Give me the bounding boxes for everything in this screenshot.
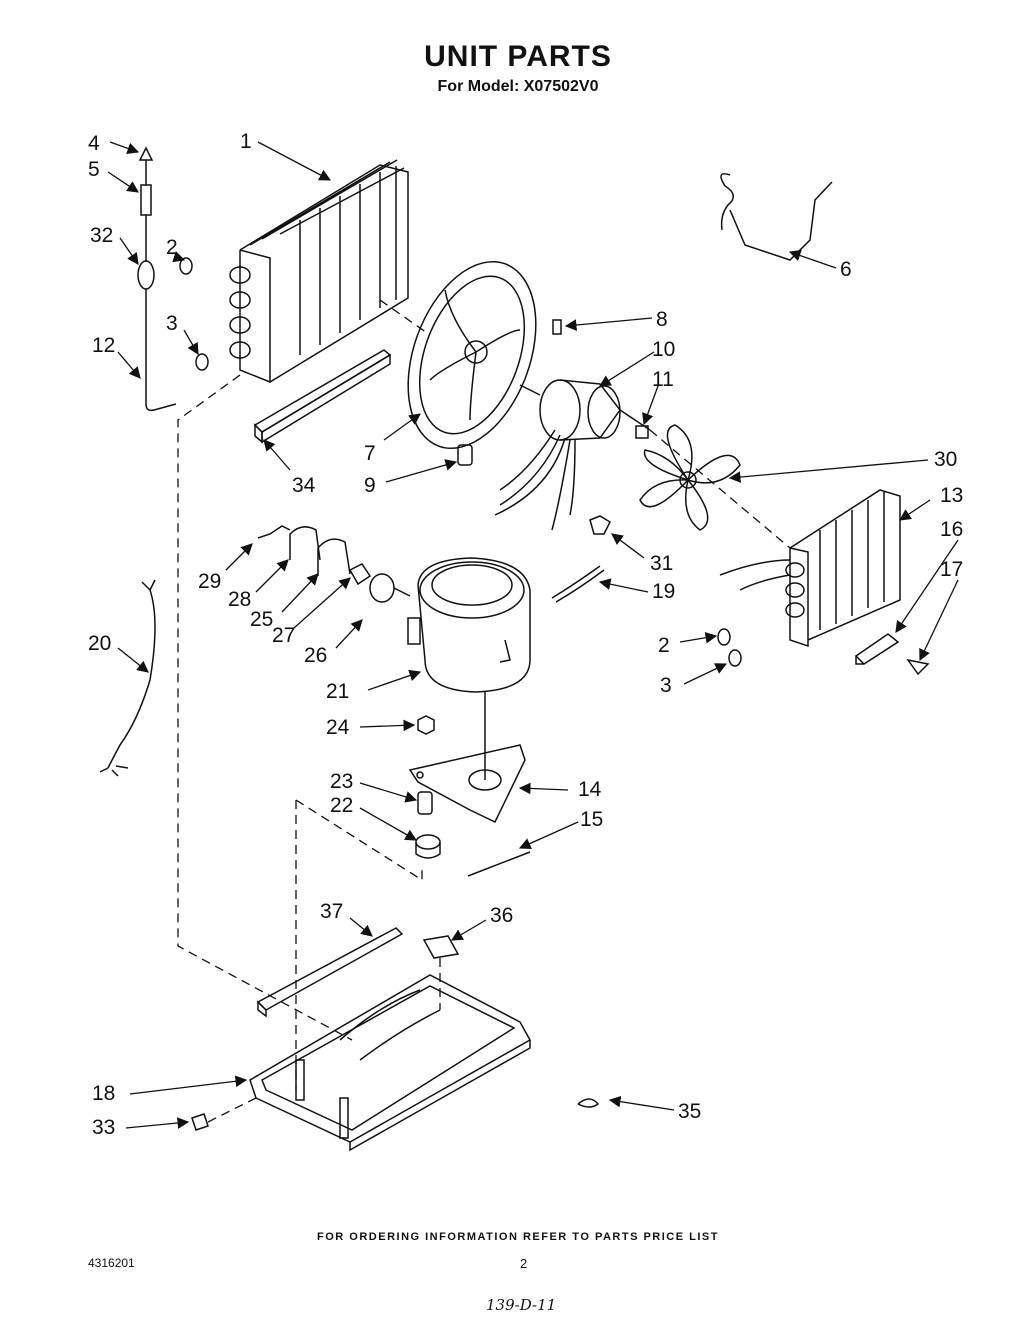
assembly-line-screw: [207, 1097, 257, 1123]
callout-2-top: 2: [166, 236, 178, 259]
sleeve-23: [417, 791, 433, 815]
screw-8: [552, 319, 562, 335]
callout-labels: 4 5 32 12 1 2 3 34 8 10 11 7 9 30 13 16 …: [88, 130, 963, 1139]
callout-9: 9: [364, 474, 376, 497]
terminal-31: [589, 515, 611, 535]
callout-20: 20: [88, 632, 111, 655]
bracket-16: [854, 633, 900, 665]
assembly-line-plate: [295, 799, 423, 882]
clip-35: [577, 1098, 600, 1108]
callout-6: 6: [840, 258, 852, 281]
callout-23: 23: [330, 770, 353, 793]
callout-21: 21: [326, 680, 349, 703]
pin-15: [467, 851, 531, 877]
callout-35: 35: [678, 1100, 701, 1123]
overload-protector-26: [369, 573, 411, 603]
condenser-coil: [719, 489, 901, 648]
callout-2-bottom: 2: [658, 634, 670, 657]
power-cord: [99, 579, 156, 777]
compressor: [407, 557, 531, 780]
condenser-fan-blade: [639, 424, 741, 531]
callout-13: 13: [940, 484, 963, 507]
fan-shroud: [407, 260, 537, 450]
clip-2-condenser: [717, 628, 731, 646]
insulation-strip-34: [253, 349, 392, 444]
ordering-note: FOR ORDERING INFORMATION REFER TO PARTS …: [317, 1231, 719, 1243]
callout-4: 4: [88, 132, 100, 155]
nut-11: [635, 425, 649, 439]
screw-33: [191, 1113, 209, 1131]
capillary-tube-assembly: [137, 146, 177, 412]
callout-16: 16: [940, 518, 963, 541]
callout-31: 31: [650, 552, 673, 575]
callout-29: 29: [198, 570, 221, 593]
screw-17: [906, 658, 930, 676]
callout-19: 19: [652, 580, 675, 603]
callout-12: 12: [92, 334, 115, 357]
leader-lines: [107, 141, 959, 1129]
callout-8: 8: [656, 308, 668, 331]
callout-17: 17: [940, 558, 963, 581]
callout-36: 36: [490, 904, 513, 927]
callout-3-top: 3: [166, 312, 178, 335]
clip-9: [457, 444, 473, 466]
clip-2-evaporator: [179, 257, 193, 275]
callout-10: 10: [652, 338, 675, 361]
page-number: 2: [520, 1256, 528, 1271]
callout-5: 5: [88, 158, 100, 181]
callout-18: 18: [92, 1082, 115, 1105]
callout-1: 1: [240, 130, 252, 153]
cover-25: [317, 538, 351, 576]
callout-15: 15: [580, 808, 603, 831]
page-title: UNIT PARTS: [424, 40, 612, 73]
clip-3-condenser: [728, 649, 742, 667]
assembly-line-shroud: [379, 299, 431, 336]
callout-14: 14: [578, 778, 602, 801]
gasket-36: [422, 935, 460, 959]
clip-27: [348, 563, 372, 586]
callout-27: 27: [272, 624, 295, 647]
callout-25: 25: [250, 608, 273, 631]
insulation-strip-37: [256, 927, 404, 1018]
callout-32: 32: [90, 224, 113, 247]
callout-30: 30: [934, 448, 957, 471]
callout-22: 22: [330, 794, 353, 817]
callout-33: 33: [92, 1116, 115, 1139]
nut-24: [417, 715, 435, 735]
callout-3-bottom: 3: [660, 674, 672, 697]
assembly-line-evaporator: [177, 374, 353, 1041]
drain-tube-6: [720, 173, 833, 261]
callout-26: 26: [304, 644, 327, 667]
callout-11: 11: [652, 368, 674, 391]
wire-29: [257, 525, 291, 539]
callout-24: 24: [326, 716, 350, 739]
model-subtitle: For Model: X07502V0: [437, 78, 599, 95]
callout-7: 7: [364, 442, 376, 465]
clip-3-evaporator: [195, 353, 209, 371]
callout-37: 37: [320, 900, 343, 923]
handwritten-note: 139-D-11: [486, 1296, 557, 1314]
callout-28: 28: [228, 588, 251, 611]
callout-34: 34: [292, 474, 316, 497]
base-pan: [249, 974, 532, 1152]
assembly-line-fan: [649, 429, 791, 549]
mounting-plate-14: [408, 744, 526, 823]
evaporator-coil: [229, 159, 409, 384]
grommet-22: [415, 834, 441, 859]
cover-28: [289, 526, 321, 561]
document-number: 4316201: [88, 1256, 135, 1270]
strap-19: [551, 565, 605, 603]
fan-motor: [494, 379, 651, 531]
